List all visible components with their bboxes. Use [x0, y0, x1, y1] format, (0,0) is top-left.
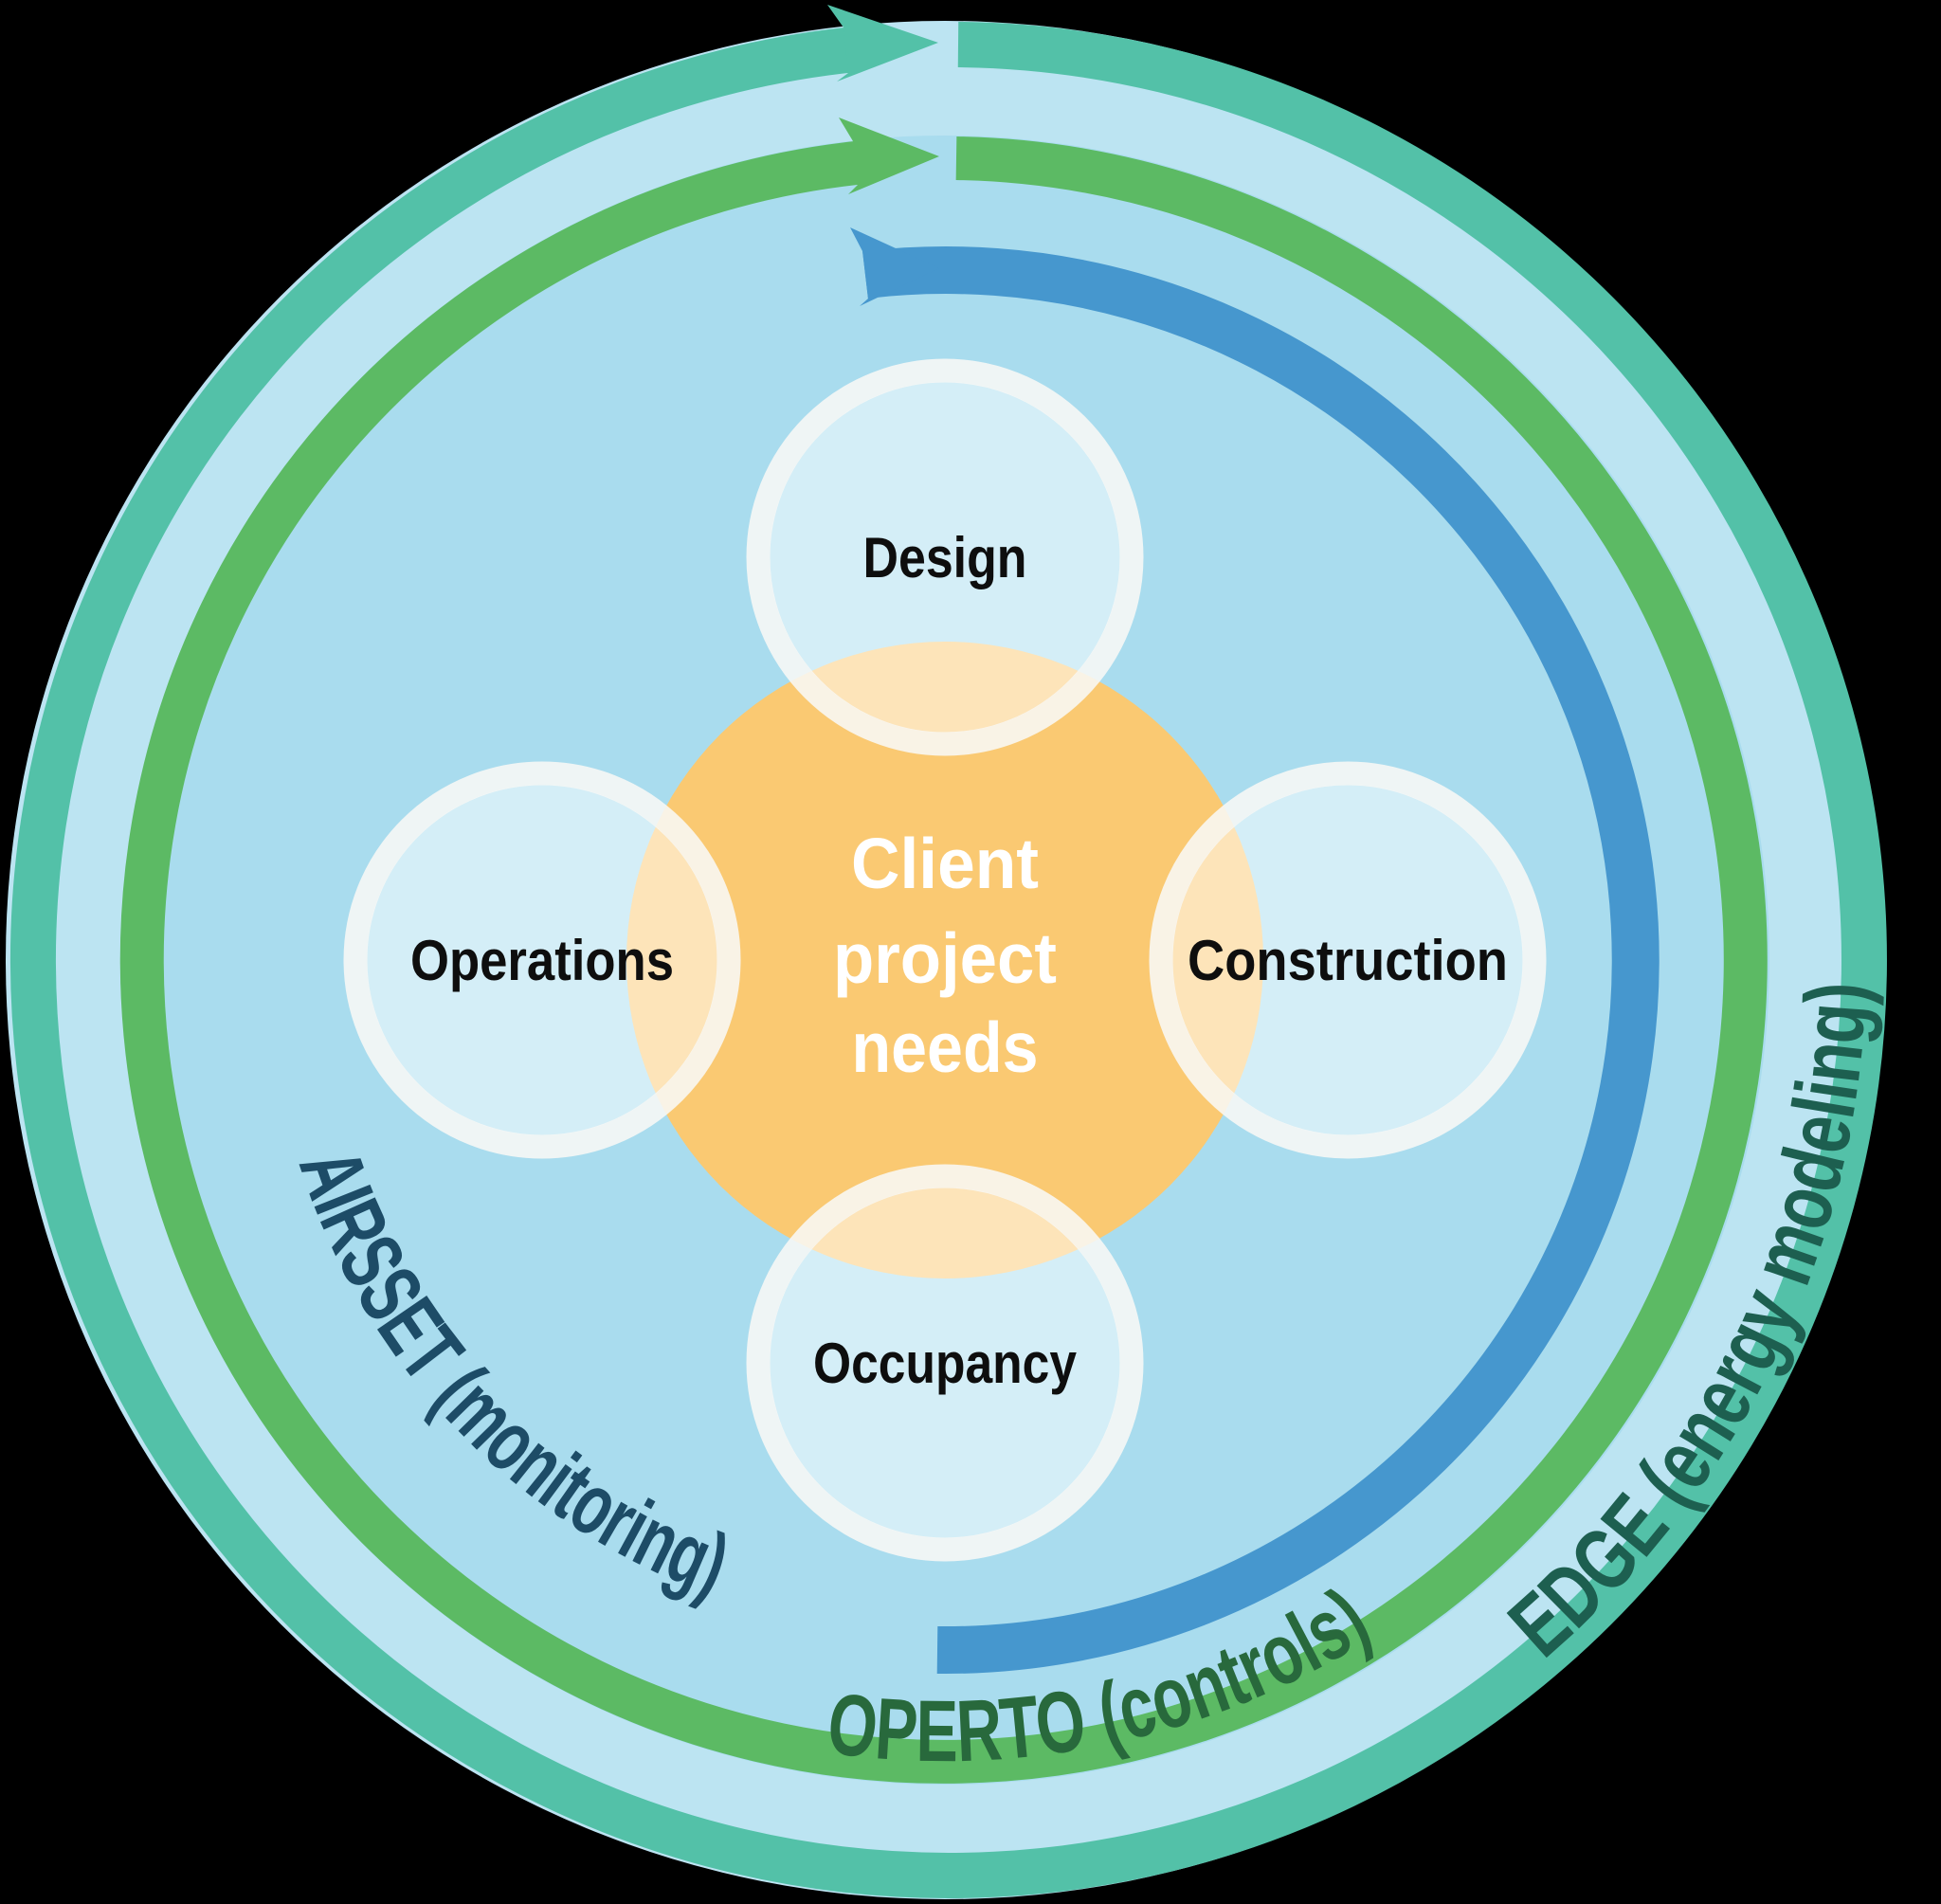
phase-circle-construction-fill [1172, 785, 1523, 1135]
phase-circle-operations-fill [367, 785, 717, 1135]
center-circle [626, 642, 1263, 1278]
phase-labels: Design Construction Occupancy Operations [410, 526, 1508, 1395]
phase-circle-design [746, 358, 1144, 756]
ring-energy-modeling-band [10, 22, 1887, 1898]
phase-circle-construction [1149, 761, 1547, 1159]
center-label-line2: project [833, 918, 1057, 998]
center-label-line1: Client [851, 824, 1039, 903]
phase-circle-occupancy [746, 1164, 1144, 1562]
phase-circle-operations [343, 761, 741, 1159]
energy-modeling-arrowhead-icon [827, 5, 938, 82]
phase-circle-operations-ring [343, 761, 741, 1159]
controls-arrowhead-icon [839, 118, 939, 194]
phase-label-construction: Construction [1188, 929, 1508, 992]
phase-circle-occupancy-fill [770, 1188, 1120, 1538]
phase-label-design: Design [863, 526, 1027, 589]
center-label-line3: needs [852, 1007, 1039, 1087]
monitoring-arrowhead-icon [850, 227, 939, 306]
ring-controls-band [119, 136, 1768, 1784]
phase-circle-design-fill [770, 382, 1120, 733]
phase-label-operations: Operations [410, 929, 674, 992]
phase-label-occupancy: Occupancy [813, 1332, 1078, 1395]
phase-circle-occupancy-ring [746, 1164, 1144, 1562]
center-label: Client project needs [833, 824, 1057, 1087]
ring-monitoring-band [862, 246, 1660, 1675]
phase-circle-construction-ring [1149, 761, 1547, 1159]
phase-circle-design-ring [746, 358, 1144, 756]
